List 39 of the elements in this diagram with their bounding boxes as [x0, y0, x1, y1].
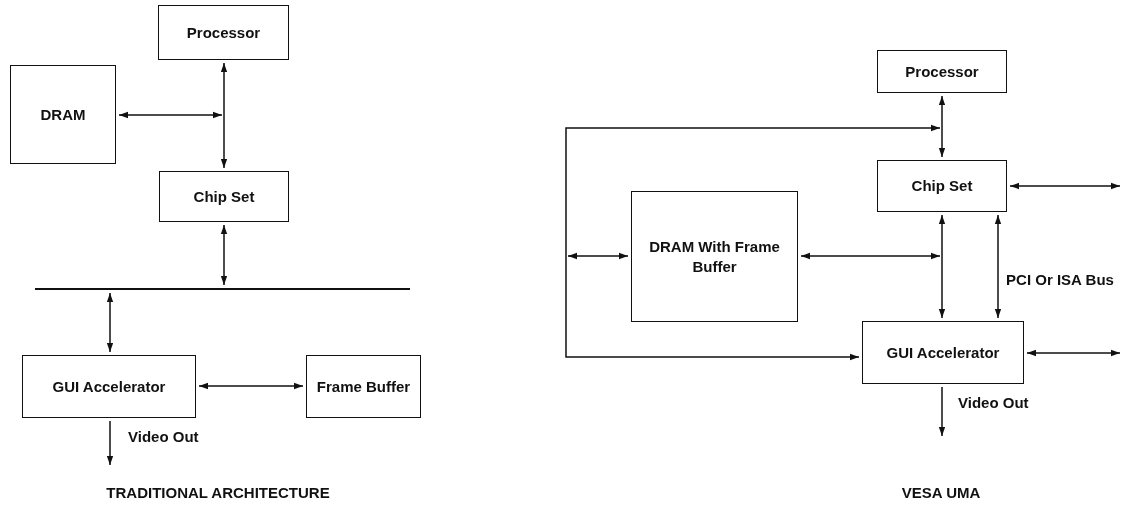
block-label: Processor: [905, 61, 979, 82]
block-box: [10, 65, 116, 164]
arrow: [938, 95, 946, 158]
block-box: [159, 171, 289, 222]
arrow: [1026, 349, 1121, 357]
arrow: [567, 252, 629, 260]
block-box: [877, 50, 1007, 93]
block-label: Chip Set: [911, 176, 973, 196]
block-box: [158, 5, 289, 60]
block-label: GUI Accelerator: [886, 342, 1000, 363]
arrow: [220, 62, 228, 169]
diagram-caption: TRADITIONAL ARCHITECTURE: [105, 483, 331, 503]
block-box: [22, 355, 196, 418]
block-label: DRAM: [40, 104, 86, 125]
arrow: [106, 292, 114, 353]
block-box: [877, 160, 1007, 212]
arrow: [198, 382, 304, 390]
arrow: [938, 386, 946, 437]
block-box: [631, 191, 798, 322]
block-label: Processor: [186, 22, 261, 43]
bus-line: [35, 288, 410, 290]
block-label: Frame Buffer: [316, 376, 411, 397]
edge-label: Video Out: [958, 394, 1029, 411]
arrow: [565, 124, 941, 361]
diagram-caption: VESA UMA: [900, 483, 982, 503]
arrow: [1009, 182, 1121, 190]
arrow: [106, 420, 114, 466]
arrow: [938, 214, 946, 319]
arrow: [994, 214, 1002, 319]
arrow: [800, 252, 941, 260]
arrow: [220, 224, 228, 286]
block-box: [862, 321, 1024, 384]
edge-label: Video Out: [128, 428, 199, 445]
arrow: [118, 111, 223, 119]
bus-label: PCI Or ISA Bus: [1005, 270, 1115, 290]
block-label: DRAM With Frame Buffer: [648, 237, 781, 276]
block-label: Chip Set: [193, 186, 255, 207]
block-box: [306, 355, 421, 418]
block-label: GUI Accelerator: [52, 376, 166, 397]
